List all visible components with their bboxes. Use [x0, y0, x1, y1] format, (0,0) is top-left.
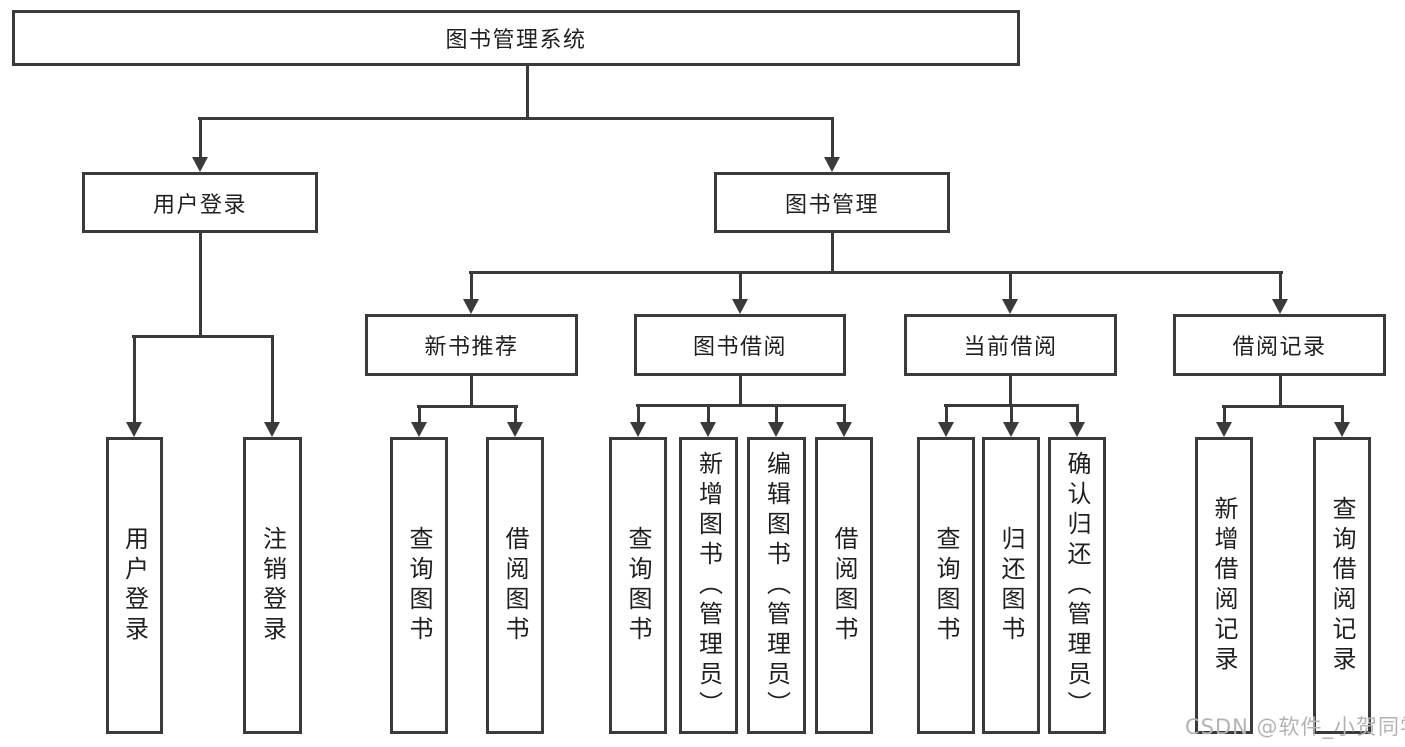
leaf-nb-query-books-label: 查询图书 [405, 525, 433, 646]
arrow-down-icon [1272, 299, 1288, 314]
leaf-bb-query-books: 查询图书 [609, 437, 667, 734]
connector-book-mgmt-stem [831, 233, 834, 274]
leaf-bb-query-books-label: 查询图书 [624, 525, 652, 646]
node-book-mgmt: 图书管理 [714, 172, 950, 233]
leaf-nb-borrow-books-label: 借阅图书 [501, 525, 529, 646]
connector-to-borrow-records [1279, 271, 1282, 301]
arrow-down-icon [1002, 299, 1018, 314]
leaf-cb-return-books: 归还图书 [982, 437, 1040, 734]
arrow-down-icon [507, 422, 523, 437]
leaf-br-query-record-label: 查询借阅记录 [1328, 495, 1356, 676]
connector-to-current-borrow [1009, 271, 1012, 301]
leaf-cb-confirm-return-admin-label: 确认归还（管理员） [1063, 450, 1091, 721]
node-borrow-records-label: 借阅记录 [1232, 335, 1327, 360]
connector-current-borrow-stem [1009, 376, 1012, 407]
leaf-user-login: 用户登录 [106, 437, 163, 734]
arrow-down-icon [463, 299, 479, 314]
arrow-down-icon [192, 157, 208, 172]
connector-new-books-hline [417, 405, 518, 408]
arrow-down-icon [264, 422, 280, 437]
connector-to-ul-login [133, 335, 136, 424]
leaf-cb-query-books: 查询图书 [917, 437, 975, 734]
leaf-bb-edit-books-admin: 编辑图书（管理员） [747, 437, 806, 734]
connector-to-cb-return [1010, 404, 1013, 424]
connector-root-hline [198, 117, 834, 120]
node-borrow-records: 借阅记录 [1173, 314, 1386, 376]
leaf-user-login-label: 用户登录 [120, 525, 149, 646]
leaf-cb-query-books-label: 查询图书 [932, 525, 960, 646]
arrow-down-icon [700, 422, 716, 437]
arrow-down-icon [938, 422, 954, 437]
node-root: 图书管理系统 [12, 10, 1020, 66]
arrow-down-icon [732, 299, 748, 314]
node-current-borrow: 当前借阅 [904, 314, 1117, 376]
leaf-bb-add-books-admin: 新增图书（管理员） [679, 437, 738, 734]
connector-to-bb-query [637, 404, 640, 424]
watermark: CSDN @软件_小贺同学 [1185, 715, 1405, 739]
arrow-down-icon [126, 422, 142, 437]
connector-to-book-borrow [739, 271, 742, 301]
connector-to-bb-add [707, 404, 710, 424]
connector-to-user-login [199, 117, 202, 159]
leaf-bb-borrow-books-label: 借阅图书 [830, 525, 858, 646]
leaf-bb-add-books-admin-label: 新增图书（管理员） [694, 450, 723, 721]
node-user-login: 用户登录 [82, 172, 318, 233]
connector-borrow-records-stem [1279, 376, 1282, 408]
node-root-label: 图书管理系统 [445, 28, 587, 53]
arrow-down-icon [836, 422, 852, 437]
leaf-logout: 注销登录 [243, 437, 302, 734]
node-new-books-label: 新书推荐 [424, 335, 519, 360]
leaf-br-query-record: 查询借阅记录 [1313, 437, 1371, 734]
connector-to-br-query [1341, 405, 1344, 424]
connector-user-login-stem [199, 233, 202, 338]
arrow-down-icon [630, 422, 646, 437]
connector-borrow-records-hline [1222, 405, 1344, 408]
connector-root-stem [526, 66, 529, 119]
leaf-bb-borrow-books: 借阅图书 [815, 437, 873, 734]
arrow-down-icon [1003, 422, 1019, 437]
node-book-mgmt-label: 图书管理 [784, 192, 879, 218]
arrow-down-icon [768, 422, 784, 437]
leaf-bb-edit-books-admin-label: 编辑图书（管理员） [762, 450, 791, 721]
connector-to-nb-query [418, 405, 421, 424]
node-book-borrow-label: 图书借阅 [692, 335, 787, 360]
connector-to-ul-logout [271, 335, 274, 424]
node-book-borrow: 图书借阅 [634, 314, 846, 376]
connector-new-books-stem [470, 376, 473, 408]
leaf-cb-return-books-label: 归还图书 [997, 525, 1025, 646]
arrow-down-icon [411, 422, 427, 437]
connector-to-cb-query [945, 404, 948, 424]
node-current-borrow-label: 当前借阅 [963, 335, 1058, 360]
connector-user-login-hline [132, 335, 274, 338]
connector-to-book-mgmt [831, 117, 834, 159]
connector-to-cb-confirm [1076, 404, 1079, 424]
leaf-cb-confirm-return-admin: 确认归还（管理员） [1048, 437, 1106, 734]
connector-to-bb-borrow [843, 404, 846, 424]
leaf-br-add-record: 新增借阅记录 [1195, 437, 1253, 734]
node-user-login-label: 用户登录 [152, 192, 247, 218]
leaf-logout-label: 注销登录 [258, 525, 287, 646]
leaf-br-add-record-label: 新增借阅记录 [1210, 495, 1238, 676]
connector-book-borrow-hline [636, 404, 846, 407]
arrow-down-icon [1334, 422, 1350, 437]
connector-to-br-add [1223, 405, 1226, 424]
connector-book-mgmt-hline [469, 271, 1283, 274]
connector-to-new-books [470, 271, 473, 301]
arrow-down-icon [824, 157, 840, 172]
arrow-down-icon [1216, 422, 1232, 437]
node-new-books: 新书推荐 [365, 314, 578, 376]
leaf-nb-borrow-books: 借阅图书 [486, 437, 544, 734]
arrow-down-icon [1069, 422, 1085, 437]
connector-to-bb-edit [775, 404, 778, 424]
connector-book-borrow-stem [739, 376, 742, 407]
leaf-nb-query-books: 查询图书 [390, 437, 448, 734]
connector-to-nb-borrow [514, 405, 517, 424]
